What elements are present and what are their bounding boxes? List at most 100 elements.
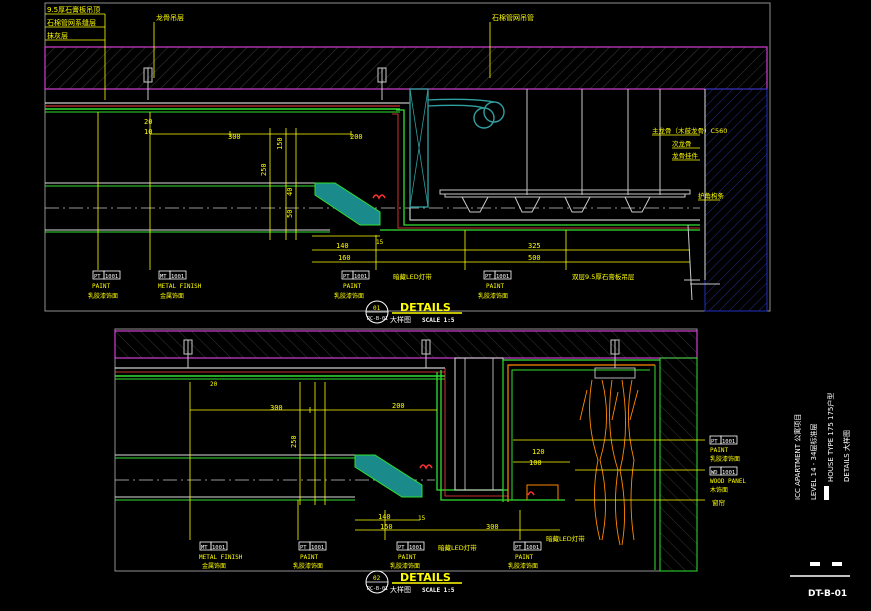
ceiling-slab-2 [114,330,698,359]
tag-d2-3: PT 1001 PAINT 乳胶漆饰面 [390,541,425,570]
dim-d1-325: 325 [528,242,541,250]
svg-text:METAL FINISH: METAL FINISH [199,554,243,561]
detail-1: 300 200 140 160 325 500 250 150 50 40 20… [44,2,771,324]
led-strip-3 [527,491,535,496]
ceiling-slab [44,46,768,90]
svg-text:木饰面: 木饰面 [710,486,728,494]
title-d2: DETAILS [400,571,451,584]
dim-d1-10: 10 [144,128,152,136]
note-top-2: 石棉管网系缝层 [47,18,96,27]
svg-text:PAINT: PAINT [300,554,318,561]
dim-d1-150: 150 [276,137,284,150]
dim-d1-20: 20 [144,118,152,126]
title-num-d1: 01 [373,305,381,312]
note-led-d2-1: 暗藏LED灯带 [438,543,477,552]
note-curtain: 窗帘 [712,498,726,507]
dim-d1-500: 500 [528,254,541,262]
svg-text:乳胶漆饰面: 乳胶漆饰面 [390,562,420,570]
svg-text:1001: 1001 [526,545,539,551]
detail-2-title: 02 RC-B-01 DETAILS 大样图 SCALE 1:5 [365,570,462,594]
note-top-1: 9.5厚石膏板吊顶 [47,5,100,14]
svg-text:PT: PT [515,545,522,551]
svg-text:METAL FINISH: METAL FINISH [158,283,202,290]
svg-text:1001: 1001 [722,439,735,445]
note-led-d1: 暗藏LED灯带 [393,272,432,281]
tag-d2-2: PT 1001 PAINT 乳胶漆饰面 [293,541,327,570]
svg-text:PT: PT [485,274,492,280]
svg-text:1001: 1001 [496,274,509,280]
svg-text:PAINT: PAINT [343,283,361,290]
detail-2: 300 200 140 150 120 100 300 250 15 20 MT… [114,328,747,594]
title-cn-d1: 大样图 [390,315,411,324]
tag-d2-4: PT 1001 PAINT 乳胶漆饰面 [508,541,542,570]
dim-d1-50: 50 [286,210,294,218]
note-top-3: 抹灰层 [47,31,68,40]
svg-text:1001: 1001 [212,545,225,551]
title-num-d2: 02 [373,575,381,582]
dim-d1-160: 160 [338,254,351,262]
sheet-project: ICC APARTMENT 公寓项目 [793,414,802,500]
dim-d1-40: 40 [286,188,294,196]
svg-text:1001: 1001 [409,545,422,551]
title-ref-d2: RC-B-01 [367,586,388,592]
curtain [579,379,639,546]
title-ref-d1: RC-B-01 [367,316,388,322]
sheet-number: DT-B-01 [808,589,847,599]
svg-text:金属饰面: 金属饰面 [160,292,184,300]
svg-text:WD: WD [711,470,718,476]
note-pipe: 石棉管网吊管 [492,13,534,22]
dim-d1-15: 15 [376,239,384,246]
sheet-level: LEVEL 14 - 34层标准层 [809,424,818,500]
dim-d2-300b: 300 [486,523,499,531]
dim-d2-140: 140 [378,513,391,521]
svg-text:PAINT: PAINT [486,283,504,290]
led-strip-2 [419,464,433,470]
dim-d2-200: 200 [392,402,405,410]
dim-d2-15: 15 [418,515,426,522]
steel-box [409,88,429,208]
svg-text:PT: PT [711,439,718,445]
svg-text:乳胶漆饰面: 乳胶漆饰面 [508,562,538,570]
tag-d2-right-2: WD 1001 WOOD PANEL 木饰面 [709,466,747,494]
note-keel: 龙骨吊层 [156,13,184,22]
dim-d2-300: 300 [270,404,283,412]
dim-d1-250: 250 [260,163,268,176]
tag-d2-1: MT 1001 METAL FINISH 金属饰面 [199,541,243,570]
column-2 [454,357,504,491]
scale-d2: SCALE 1:5 [422,587,455,594]
title-cn-d2: 大样图 [390,585,411,594]
svg-text:乳胶漆饰面: 乳胶漆饰面 [710,455,740,463]
detail-1-title: 01 RC-B-01 DETAILS 大样图 SCALE 1:5 [365,300,462,324]
dim-d2-150: 150 [380,523,393,531]
detail-1-frame [44,2,771,312]
svg-text:乳胶漆饰面: 乳胶漆饰面 [478,292,508,300]
sheet-house: HOUSE TYPE 175 175户型 [826,393,835,482]
tag-d1-2: MT 1001 METAL FINISH 金属饰面 [158,270,202,300]
svg-text:WOOD PANEL: WOOD PANEL [710,478,747,485]
right-notes: 主龙骨（木鼓龙骨）C560 次龙骨 龙骨挂件 护角构条 [652,126,727,201]
svg-text:PT: PT [94,274,101,280]
right-wall-2 [659,357,698,572]
dim-d1-140: 140 [336,242,349,250]
svg-text:PAINT: PAINT [710,447,728,454]
dim-d2-120: 120 [532,448,545,456]
svg-text:MT: MT [201,545,208,551]
top-notes: 9.5厚石膏板吊顶 石棉管网系缝层 抹灰层 [45,5,106,100]
dim-d2-100: 100 [529,459,542,467]
dim-d2-20: 20 [210,381,218,388]
tag-d2-right-1: PT 1001 PAINT 乳胶漆饰面 [709,435,740,463]
svg-text:PAINT: PAINT [92,283,110,290]
sheet-details: DETAILS 大样图 [842,430,851,482]
note-led-d2-2: 暗藏LED灯带 [546,534,585,543]
scale-d1: SCALE 1:5 [422,317,455,324]
tag-d1-4: PT 1001 PAINT 乳胶漆饰面 [478,270,512,300]
svg-text:1001: 1001 [105,274,118,280]
sheet-mark [824,486,829,500]
svg-text:金属饰面: 金属饰面 [202,562,226,570]
svg-text:PT: PT [343,274,350,280]
tag-d1-1: PT 1001 PAINT 乳胶漆饰面 [88,270,121,300]
dim-d1-300: 300 [228,133,241,141]
note-right-2: 次龙骨 [672,139,692,148]
svg-text:乳胶漆饰面: 乳胶漆饰面 [293,562,323,570]
